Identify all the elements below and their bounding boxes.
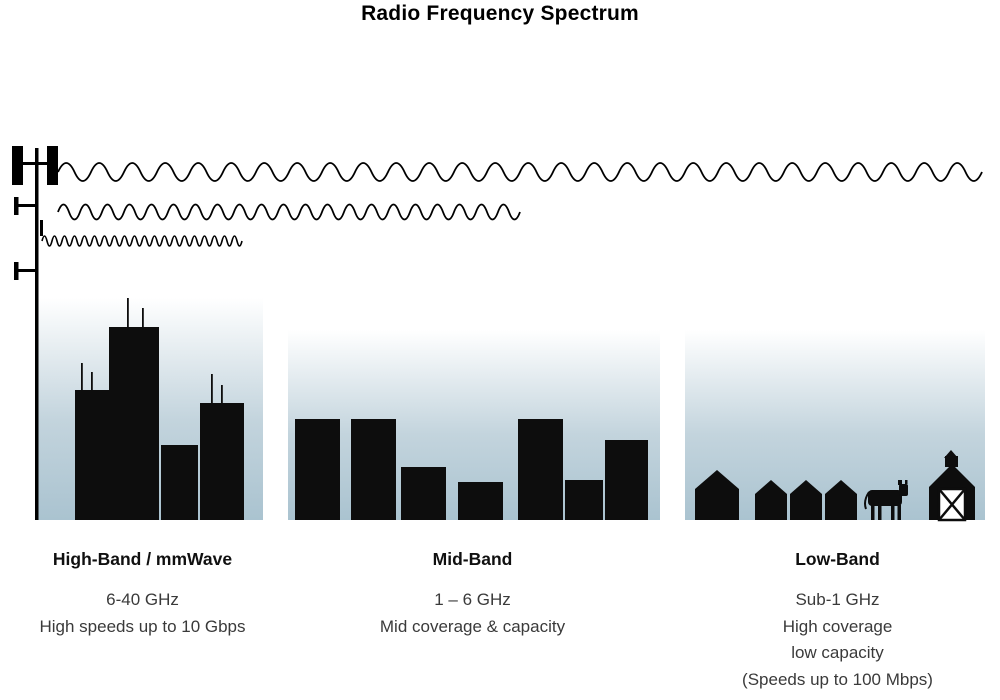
lowband-houses-icon — [695, 470, 857, 520]
cell-tower-icon — [12, 146, 58, 520]
band-midband-freq: 1 – 6 GHz — [434, 590, 511, 609]
mid-frequency-wave-icon — [57, 203, 521, 221]
band-lowband-freq: Sub-1 GHz — [795, 590, 880, 609]
cow-icon — [864, 480, 908, 520]
low-frequency-wave-icon — [57, 162, 983, 182]
band-midband-desc: Mid coverage & capacity — [379, 616, 566, 636]
band-midband-caption: Mid-Band 1 – 6 GHz Mid coverage & capaci… — [330, 548, 615, 640]
band-midband-title: Mid-Band — [432, 549, 513, 569]
band-lowband-desc-3: (Speeds up to 100 Mbps) — [742, 669, 933, 689]
page-title: Radio Frequency Spectrum — [361, 2, 639, 25]
band-highband-freq: 6-40 GHz — [106, 590, 179, 609]
midband-city-icon — [295, 419, 648, 520]
band-lowband-desc-1: High coverage — [782, 616, 893, 636]
band-highband-desc: High speeds up to 10 Gbps — [39, 616, 246, 636]
band-highband-caption: High-Band / mmWave 6-40 GHz High speeds … — [15, 548, 270, 640]
barn-icon — [929, 450, 975, 522]
highband-city-icon — [75, 298, 244, 520]
band-lowband-desc-2: low capacity — [791, 643, 884, 662]
band-lowband-title: Low-Band — [795, 549, 880, 569]
high-frequency-wave-icon — [41, 235, 243, 247]
band-lowband-caption: Low-Band Sub-1 GHz High coverage low cap… — [695, 548, 980, 693]
band-highband-title: High-Band / mmWave — [52, 549, 233, 569]
